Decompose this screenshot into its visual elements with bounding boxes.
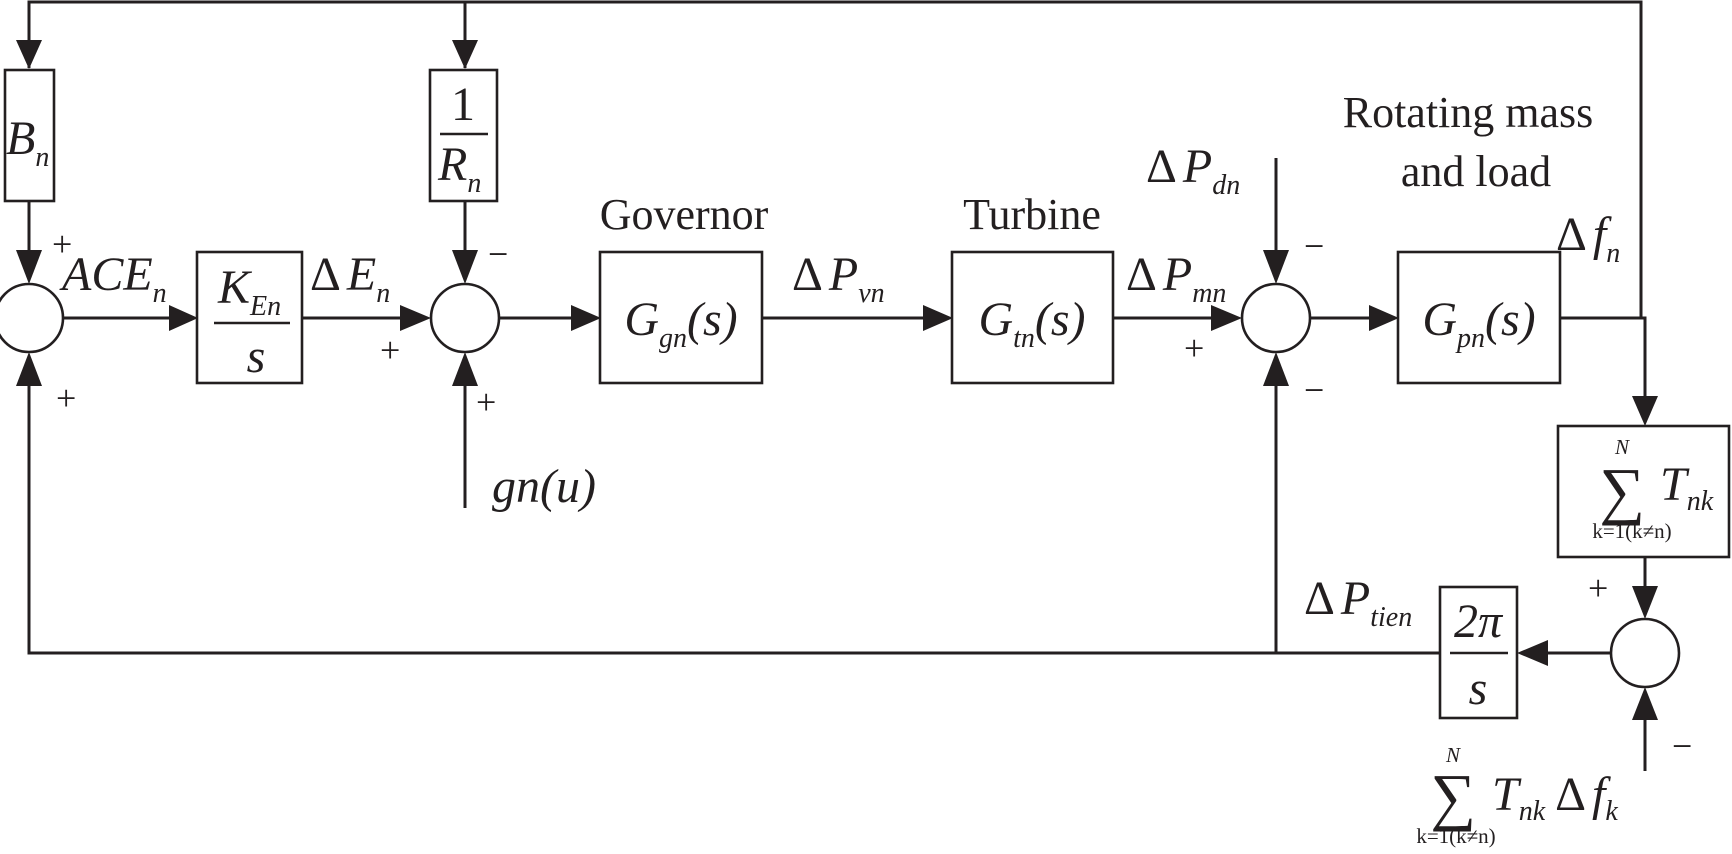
ke-block: KEn s xyxy=(195,250,304,385)
bn-text: Bn xyxy=(6,112,49,173)
sum3-left-sign: + xyxy=(1184,328,1204,368)
tie-line-feedback xyxy=(27,370,1440,655)
rotating-transfer-function: Gpn(s) xyxy=(1422,293,1535,354)
arrow-up-to-sum4 xyxy=(1632,687,1658,720)
sum-t-sigma: ∑ xyxy=(1599,455,1645,526)
arrow-up-to-sum3 xyxy=(1263,352,1289,386)
two-pi-block: 2π s xyxy=(1438,585,1519,720)
turbine-block: Gtn(s) xyxy=(950,250,1115,385)
governor-box xyxy=(598,250,764,385)
arrow-down-to-sum-t xyxy=(1632,396,1658,426)
arrow-down-to-sum1 xyxy=(16,250,42,284)
two-pi-denominator: s xyxy=(1469,662,1488,715)
governor-title: Governor xyxy=(600,190,769,239)
rotating-mass-title-line2: and load xyxy=(1401,147,1551,196)
arrow-up-to-sum2 xyxy=(452,352,478,386)
arrow-right-to-sum2 xyxy=(400,305,431,331)
bn-box xyxy=(3,68,56,203)
sum-t-upper-limit: N xyxy=(1614,435,1630,459)
two-pi-numerator: 2π xyxy=(1454,595,1504,648)
inv-r-numerator: 1 xyxy=(451,78,475,131)
turbine-box xyxy=(950,250,1115,385)
rotating-mass-block: Gpn(s) xyxy=(1396,250,1562,385)
arrow-down-to-sum3 xyxy=(1263,250,1289,284)
sum4-top-sign: + xyxy=(1588,568,1608,608)
line-rotating-output xyxy=(1560,316,1647,399)
arrow-down-to-bn xyxy=(16,40,42,69)
arrow-down-to-inv-r xyxy=(452,40,478,69)
sum4-bottom-sign: − xyxy=(1672,726,1692,766)
sum-junction-4 xyxy=(1609,617,1681,689)
arrow-right-to-ke xyxy=(169,305,198,331)
ke-box xyxy=(195,250,304,385)
connection-lines xyxy=(27,0,1647,771)
arrow-down-to-sum2 xyxy=(452,250,478,284)
sum-t-lower-limit: k=1(k≠n) xyxy=(1592,519,1671,543)
turbine-title: Turbine xyxy=(963,190,1101,239)
sum3-top-sign: − xyxy=(1304,226,1324,266)
arrow-right-to-governor xyxy=(571,305,601,331)
arrow-right-to-turbine xyxy=(923,305,953,331)
bn-block: Bn xyxy=(3,68,56,203)
sum1-top-sign: + xyxy=(52,224,72,264)
sum-junction-2 xyxy=(429,282,501,354)
inv-r-box xyxy=(428,68,499,203)
sum-junction-3 xyxy=(1240,282,1312,354)
ke-denominator: s xyxy=(247,330,266,383)
turbine-transfer-function: Gtn(s) xyxy=(978,293,1085,354)
governor-block: Ggn(s) xyxy=(598,250,764,385)
arrow-right-to-sum3 xyxy=(1211,305,1242,331)
inv-r-denominator: Rn xyxy=(437,138,481,199)
sum3-bottom-sign: − xyxy=(1304,370,1324,410)
sum2-top-sign: − xyxy=(488,234,508,274)
sum-t-term: Tnk xyxy=(1660,458,1714,517)
sum2-bottom-sign: + xyxy=(476,382,496,422)
sum-junction-1 xyxy=(0,282,65,354)
rotating-mass-title-line1: Rotating mass xyxy=(1343,88,1594,137)
arrow-down-to-sum4 xyxy=(1632,586,1658,619)
arrow-heads xyxy=(16,40,1658,720)
sum-t-box xyxy=(1556,424,1731,559)
rotating-mass-box xyxy=(1396,250,1562,385)
arrow-up-to-sum1 xyxy=(16,352,42,386)
ext-sum-upper-limit: N xyxy=(1445,743,1461,767)
governor-transfer-function: Ggn(s) xyxy=(624,293,737,354)
ext-sum-sigma: ∑ xyxy=(1430,761,1476,832)
arrow-right-to-rotating xyxy=(1369,305,1399,331)
ace-label: ACEn xyxy=(59,248,167,309)
sum1-bottom-sign: + xyxy=(56,378,76,418)
inv-r-block: 1 Rn xyxy=(428,68,499,203)
gnu-label: gn(u) xyxy=(492,460,596,513)
sum-t-block: N ∑ k=1(k≠n) Tnk xyxy=(1556,424,1731,559)
arrow-left-to-2pi xyxy=(1517,640,1548,666)
ext-sum-lower-limit: k=1(k≠n) xyxy=(1416,824,1495,848)
sum2-left-sign: + xyxy=(380,330,400,370)
top-feedback-line xyxy=(27,0,1643,318)
ke-numerator: KEn xyxy=(217,261,281,322)
